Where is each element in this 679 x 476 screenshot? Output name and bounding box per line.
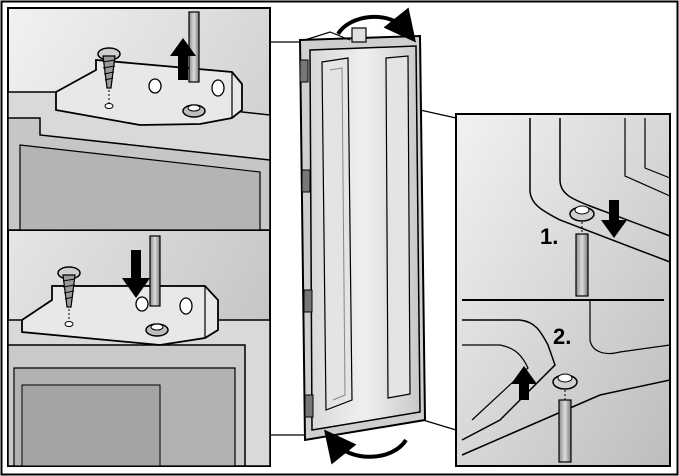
- arrow-up-icon: [170, 38, 196, 80]
- detail-step-2: [461, 300, 671, 463]
- rotate-arrow-icon: [336, 7, 417, 43]
- bottom-hinge-view: [7, 235, 271, 467]
- hinge-pin-rod: [188, 11, 200, 83]
- door-view: [270, 7, 427, 465]
- arrow-down-icon: [122, 250, 150, 298]
- screw-icon: [57, 266, 81, 308]
- screw-icon: [97, 47, 121, 89]
- step-1-label: 1.: [540, 224, 559, 249]
- top-hinge-view: [7, 11, 271, 231]
- left-panel: [7, 7, 271, 467]
- right-panel: [419, 109, 671, 467]
- arrow-down-icon: [601, 200, 627, 238]
- detail-step-1: [529, 118, 671, 297]
- rotate-arrow-icon: [323, 429, 408, 465]
- arrow-up-icon: [511, 366, 537, 400]
- step-2-label: 2.: [553, 324, 572, 349]
